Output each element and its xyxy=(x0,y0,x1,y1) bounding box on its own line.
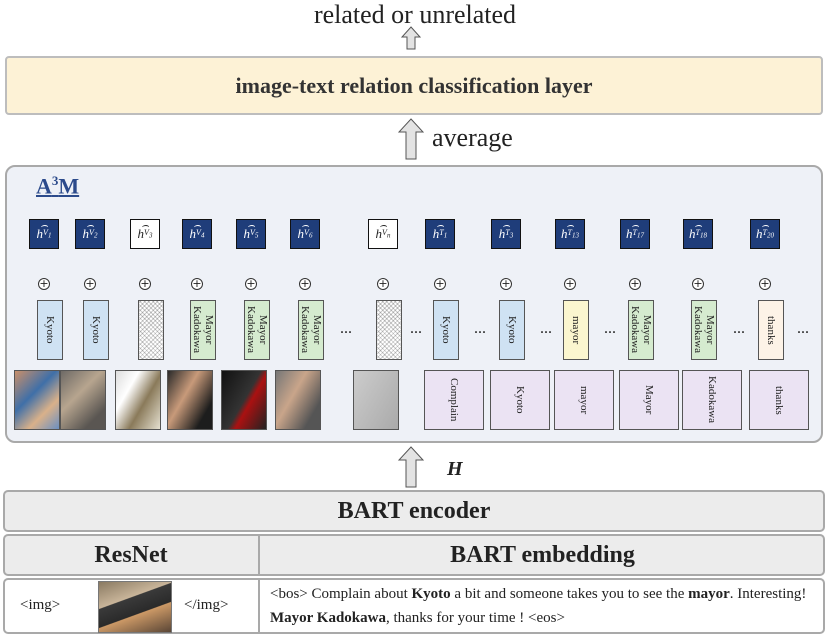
input-image xyxy=(98,581,172,633)
text-token-embedding: Mayor xyxy=(619,370,679,430)
classification-layer: image-text relation classification layer xyxy=(5,56,823,115)
visual-3-token xyxy=(138,300,164,360)
visual-patch-image xyxy=(115,370,161,430)
up-arrow-icon xyxy=(398,446,424,488)
ellipsis: ... xyxy=(340,320,352,337)
add-icon: + xyxy=(245,277,257,290)
add-icon: + xyxy=(191,277,203,290)
visual-7-token xyxy=(376,300,402,360)
add-icon: + xyxy=(500,277,512,290)
add-icon: + xyxy=(38,277,50,290)
text-token-embedding: Complain xyxy=(424,370,484,430)
add-icon: + xyxy=(84,277,96,290)
add-icon: + xyxy=(434,277,446,290)
output-label: related or unrelated xyxy=(313,0,517,29)
ellipsis: ... xyxy=(474,320,486,337)
text-2-token: Kyoto xyxy=(499,300,525,360)
up-arrow-icon xyxy=(398,118,424,160)
ellipsis: ... xyxy=(540,320,552,337)
add-icon: + xyxy=(692,277,704,290)
text-5-token: Mayor Kadokawa xyxy=(691,300,717,360)
ellipsis: ... xyxy=(797,320,809,337)
resnet-label: ResNet xyxy=(94,541,168,568)
text-3-token: mayor xyxy=(563,300,589,360)
ellipsis: ... xyxy=(733,320,745,337)
text-token-embedding: Kadokawa xyxy=(682,370,742,430)
visual-4-token: Mayor Kadokawa xyxy=(190,300,216,360)
add-icon: + xyxy=(759,277,771,290)
text-1-token: Kyoto xyxy=(433,300,459,360)
module-title: A3M xyxy=(36,173,80,199)
visual-6-token: Mayor Kadokawa xyxy=(298,300,324,360)
text-token-embedding: mayor xyxy=(554,370,614,430)
add-icon: + xyxy=(299,277,311,290)
add-icon: + xyxy=(564,277,576,290)
text-token-embedding: thanks xyxy=(749,370,809,430)
ellipsis: ... xyxy=(410,320,422,337)
add-icon: + xyxy=(629,277,641,290)
img-close-tag: </img> xyxy=(184,597,229,613)
average-label: average xyxy=(432,123,513,152)
visual-patch-image xyxy=(167,370,213,430)
text-4-token: Mayor Kadokawa xyxy=(628,300,654,360)
visual-patch-image xyxy=(221,370,267,430)
add-icon: + xyxy=(139,277,151,290)
add-icon: + xyxy=(377,277,389,290)
img-open-tag: <img> xyxy=(20,597,61,613)
input-sentence: <bos> Complain about Kyoto a bit and som… xyxy=(270,586,807,626)
visual-patch-image xyxy=(14,370,60,430)
ellipsis: ... xyxy=(604,320,616,337)
visual-5-token: Mayor Kadokawa xyxy=(244,300,270,360)
visual-1-token: Kyoto xyxy=(37,300,63,360)
up-arrow-icon xyxy=(401,26,421,50)
h-label: H xyxy=(447,458,463,480)
visual-2-token: Kyoto xyxy=(83,300,109,360)
text-token-embedding: Kyoto xyxy=(490,370,550,430)
text-6-token: thanks xyxy=(758,300,784,360)
visual-patch-image xyxy=(275,370,321,430)
bart-encoder: BART encoder xyxy=(3,490,825,532)
embedding-row xyxy=(3,534,825,576)
bart-embedding-label: BART embedding xyxy=(450,541,635,568)
visual-patch-image xyxy=(60,370,106,430)
visual-patch-image xyxy=(353,370,399,430)
